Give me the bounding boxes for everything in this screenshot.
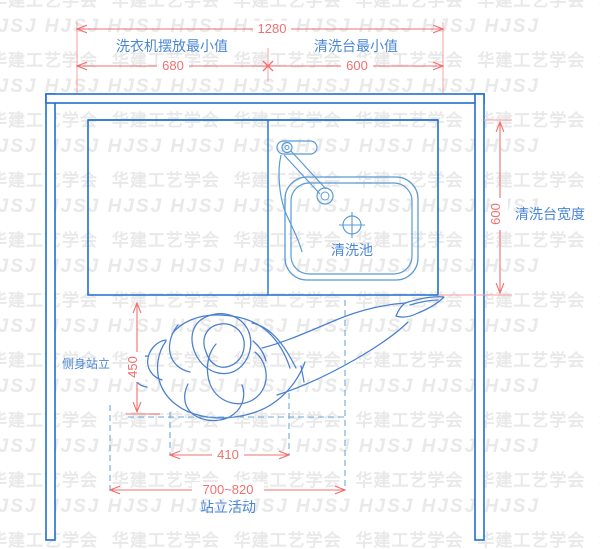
faucet-arm-upper — [290, 150, 327, 190]
faucet-pivot-inner — [284, 145, 290, 150]
dimension-value-counter-depth: 600 — [488, 203, 503, 225]
wall-left — [45, 93, 56, 541]
human-figure-top-view — [132, 296, 445, 422]
label-washer-min: 洗衣机摆放最小值 — [116, 39, 228, 55]
dim-text-bg-depth — [492, 198, 508, 230]
figure-hand-right — [395, 296, 445, 318]
right-dimension-group: 600 清洗台宽度 — [438, 119, 585, 296]
structure-group — [45, 93, 485, 541]
figure-shoulder-line — [171, 314, 291, 369]
sink-basin-group: 清洗池 — [284, 176, 419, 281]
dimension-value-overall: 1280 — [258, 21, 287, 36]
label-side-standing: 侧身站立 — [62, 356, 110, 371]
figure-arm-right-bottom — [276, 321, 409, 396]
dim-text-bg-standing-zone — [192, 482, 264, 498]
standing-zone-dimension-group: 700~820 站立活动 — [110, 482, 345, 516]
wall-right — [474, 93, 485, 541]
dimension-value-reach: 450 — [125, 356, 140, 378]
dimension-value-washer: 680 — [162, 58, 184, 73]
dimension-value-sink: 600 — [346, 58, 368, 73]
label-sink-min: 清洗台最小值 — [314, 39, 398, 55]
faucet-back-curve — [278, 154, 303, 253]
faucet-arm-lower — [283, 154, 321, 195]
dim-text-bg-reach — [129, 352, 145, 382]
figure-head-inner — [203, 323, 245, 368]
wall-top — [45, 93, 485, 104]
figure-back-mass — [206, 343, 267, 405]
figure-elbow-crease — [300, 365, 305, 383]
faucet-spout-head — [316, 187, 334, 205]
label-sink-basin: 清洗池 — [331, 243, 373, 259]
figure-arm-left-fore — [146, 339, 167, 381]
reach-dimension-group: 450 侧身站立 — [62, 303, 160, 415]
figure-arm-right-top — [261, 302, 407, 349]
dimension-value-standing-zone: 700~820 — [203, 482, 254, 497]
label-counter-depth: 清洗台宽度 — [515, 206, 585, 223]
faucet-pivot — [281, 141, 293, 154]
figure-finger-line — [409, 299, 439, 306]
top-dimension-group: 1280 洗衣机摆放最小值 清洗台最小值 680 600 — [77, 21, 443, 96]
figure-back-detail — [252, 340, 267, 362]
faucet-spout-outlet — [320, 191, 330, 201]
figure-arm-right-upper — [251, 322, 297, 369]
counter-outline — [87, 119, 439, 296]
body-width-dimension-group: 410 — [170, 447, 289, 463]
dim-text-bg-sink — [341, 58, 373, 74]
sink-inner-rim — [290, 182, 413, 275]
figure-arm-left-upper — [168, 324, 191, 373]
figure-head — [191, 313, 252, 375]
figure-hip — [184, 383, 245, 422]
dimension-value-body-width: 410 — [217, 447, 239, 462]
sink-outer-rim — [284, 176, 419, 281]
projection-lines-group — [109, 300, 346, 490]
dim-text-bg-overall — [253, 21, 291, 37]
faucet-base — [276, 140, 318, 155]
faucet-group — [276, 140, 334, 253]
dim-text-bg-body-width — [212, 447, 244, 463]
dim-text-bg-washer — [157, 58, 189, 74]
label-standing-zone: 站立活动 — [200, 500, 256, 516]
